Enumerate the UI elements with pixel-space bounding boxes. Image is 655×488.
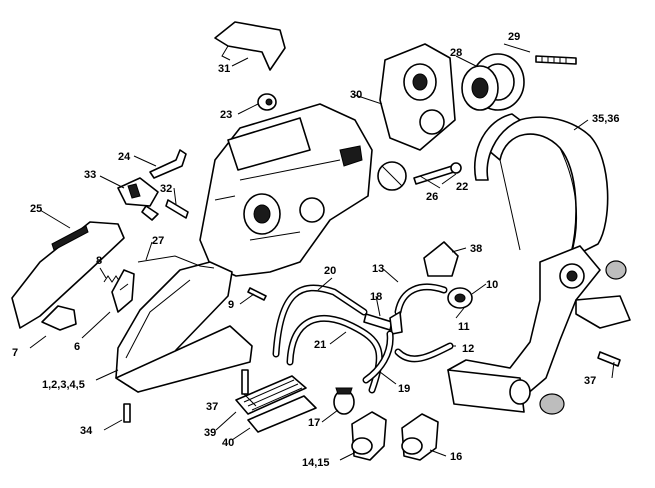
label-12: 12 [462, 343, 474, 355]
part-31-cover [214, 21, 286, 71]
label-25: 25 [30, 203, 42, 215]
label-37-right: 37 [584, 375, 596, 387]
label-23: 23 [220, 109, 232, 121]
label-10: 10 [486, 279, 498, 291]
part-18-fitting [363, 311, 403, 335]
label-24: 24 [118, 151, 131, 163]
part-19-hose [362, 330, 394, 384]
label-39: 39 [204, 427, 216, 439]
part-8-spring [103, 275, 121, 283]
part-16-bracket [401, 413, 439, 461]
label-19: 19 [398, 383, 410, 395]
part-23-grommet [257, 93, 277, 111]
label-11: 11 [458, 321, 470, 333]
label-6: 6 [74, 341, 80, 353]
part-7-interlock [41, 305, 77, 331]
part-6-trigger [111, 269, 135, 313]
label-20: 20 [324, 265, 336, 277]
part-9-pin [247, 287, 267, 301]
part-32-pin [165, 199, 189, 219]
label-40: 40 [222, 437, 234, 449]
part-37-screw-right [597, 351, 621, 367]
part-35-handlebar [474, 113, 609, 259]
label-9: 9 [228, 299, 234, 311]
label-34: 34 [80, 425, 93, 437]
part-40-pad [247, 395, 317, 433]
part-30-baffle [379, 43, 456, 151]
plug-upper [605, 260, 627, 280]
label-7: 7 [12, 347, 18, 359]
label-29: 29 [508, 31, 520, 43]
label-1-5: 1,2,3,4,5 [42, 379, 85, 391]
part-39-pad [235, 375, 307, 415]
part-24-lever [149, 149, 187, 179]
part-26-damper [377, 161, 407, 191]
part-12-hose [394, 342, 454, 363]
label-14-15: 14,15 [302, 457, 330, 469]
part-34-screw [123, 403, 131, 423]
label-13: 13 [372, 263, 384, 275]
label-8: 8 [96, 255, 102, 267]
label-17: 17 [308, 417, 320, 429]
part-17-primer [333, 387, 355, 415]
label-22: 22 [456, 181, 468, 193]
part-28-intake-boot [461, 53, 525, 111]
label-38: 38 [470, 243, 482, 255]
part-13-hose [394, 283, 448, 316]
part-37-screw-lower [241, 369, 249, 395]
part-33-switch [117, 177, 159, 221]
part-38-clip [423, 241, 459, 277]
plug-lower [539, 393, 565, 415]
main-housing [115, 103, 373, 393]
label-27: 27 [152, 235, 164, 247]
part-27-rod [137, 255, 215, 269]
part-29-screw [535, 55, 577, 65]
label-26: 26 [426, 191, 438, 203]
label-35-36: 35,36 [592, 113, 620, 125]
part-14-bracket [351, 411, 387, 461]
handlebar-mount [447, 245, 631, 413]
label-32: 32 [160, 183, 172, 195]
part-22-bolt [413, 162, 462, 185]
label-37-lower: 37 [206, 401, 218, 413]
part-21-hose [286, 315, 383, 394]
label-28: 28 [450, 47, 462, 59]
label-33: 33 [84, 169, 96, 181]
label-18: 18 [370, 291, 382, 303]
part-10-grommet [447, 287, 473, 309]
label-21: 21 [314, 339, 326, 351]
label-16: 16 [450, 451, 462, 463]
part-20-hose [272, 284, 368, 358]
part-25-cover [11, 221, 125, 329]
leader-lines [29, 43, 615, 461]
label-30: 30 [350, 89, 362, 101]
label-31: 31 [218, 63, 230, 75]
